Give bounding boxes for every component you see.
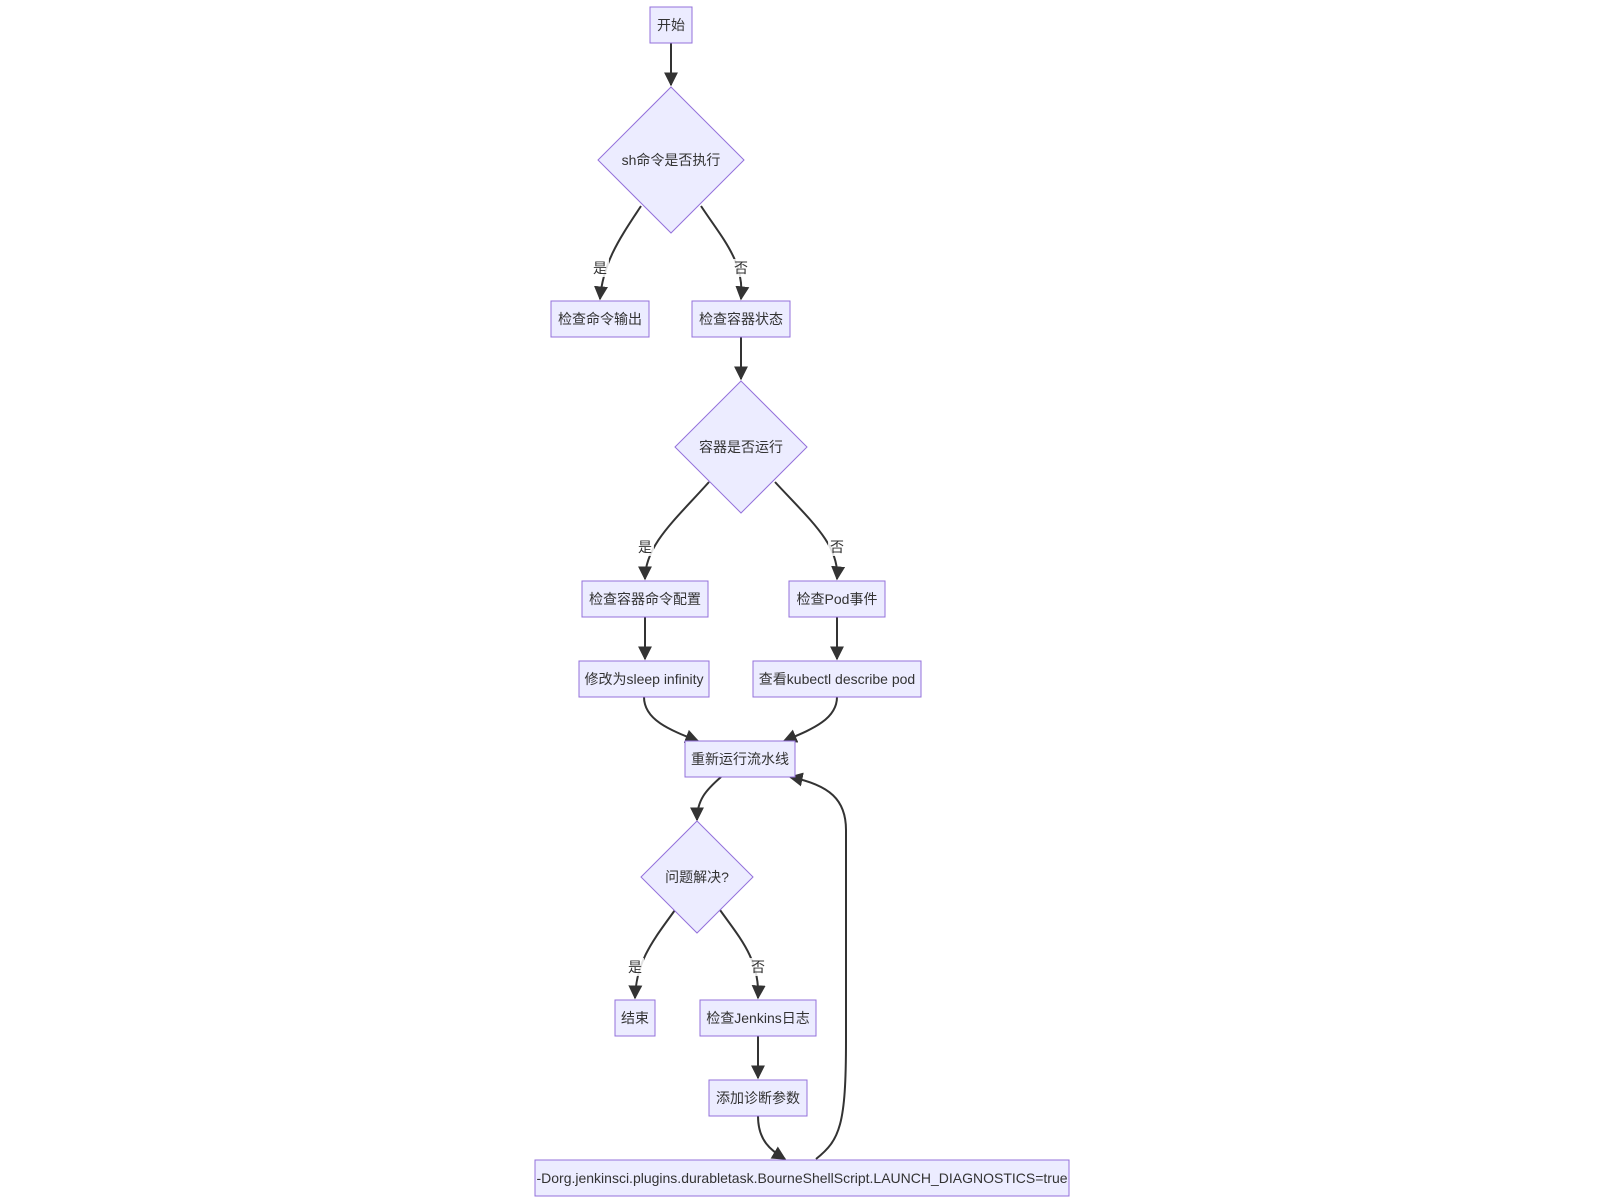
edge-kubectl-describe-to-rerun [782, 696, 838, 743]
node-kubectl-describe: 查看kubectl describe pod [752, 660, 922, 698]
node-label: 开始 [657, 17, 685, 33]
process-box [614, 999, 656, 1037]
node-container-running: 容器是否运行 [674, 380, 808, 514]
edge-sh-exec-to-check-container [700, 205, 750, 301]
edge-label-resolved-to-jenkins-logs: 否 [751, 959, 765, 975]
process-box [699, 999, 817, 1037]
node-label: 查看kubectl describe pod [759, 671, 915, 687]
decision-diamond [597, 86, 745, 234]
edge-label-container-running-to-check-cmd-config: 是 [638, 539, 652, 555]
node-label: 重新运行流水线 [691, 751, 789, 767]
node-label: sh命令是否执行 [622, 152, 721, 168]
node-diag-param: -Dorg.jenkinsci.plugins.durabletask.Bour… [534, 1159, 1070, 1197]
node-modify-sleep: 修改为sleep infinity [578, 660, 710, 698]
node-check-container: 检查容器状态 [691, 300, 791, 338]
node-check-cmd-config: 检查容器命令配置 [581, 580, 709, 618]
edge-label-background [636, 538, 654, 556]
edge-container-running-to-check-cmd-config [638, 481, 710, 581]
decision-diamond [640, 820, 754, 934]
process-box [578, 660, 710, 698]
edge-label-background [749, 958, 767, 976]
edge-modify-sleep-to-rerun [643, 696, 700, 743]
edge-label-sh-exec-to-check-output: 是 [593, 260, 607, 276]
edge-label-background [828, 538, 846, 556]
edge-labels-layer: 是否是否是否 [591, 259, 846, 976]
process-box [550, 300, 650, 338]
node-resolved: 问题解决? [640, 820, 754, 934]
node-check-output: 检查命令输出 [550, 300, 650, 338]
node-add-diag: 添加诊断参数 [708, 1079, 808, 1117]
node-rerun: 重新运行流水线 [684, 740, 796, 778]
node-sh-exec: sh命令是否执行 [597, 86, 745, 234]
edge-label-sh-exec-to-check-container: 否 [734, 260, 748, 276]
node-label: 添加诊断参数 [716, 1090, 800, 1106]
edge-resolved-to-end [628, 909, 676, 1000]
node-label: 结束 [621, 1010, 649, 1026]
node-end: 结束 [614, 999, 656, 1037]
process-box [649, 6, 693, 44]
node-label: 容器是否运行 [699, 439, 783, 455]
node-start: 开始 [649, 6, 693, 44]
edge-resolved-to-jenkins-logs [719, 909, 766, 1000]
node-check-pod-events: 检查Pod事件 [788, 580, 886, 618]
node-label: 检查容器状态 [699, 311, 783, 327]
edge-label-background [591, 259, 609, 277]
process-box [534, 1159, 1070, 1197]
node-jenkins-logs: 检查Jenkins日志 [699, 999, 817, 1037]
node-label: 问题解决? [665, 869, 729, 885]
node-label: -Dorg.jenkinsci.plugins.durabletask.Bour… [536, 1170, 1067, 1186]
node-label: 检查容器命令配置 [589, 591, 701, 607]
process-box [581, 580, 709, 618]
process-box [684, 740, 796, 778]
edges-layer [594, 43, 847, 1160]
edge-label-resolved-to-end: 是 [628, 959, 642, 975]
edge-rerun-to-resolved [690, 776, 722, 822]
edge-label-background [626, 958, 644, 976]
edge-container-running-to-check-pod-events [774, 481, 846, 581]
process-box [708, 1079, 808, 1117]
edge-add-diag-to-diag-param [757, 1115, 787, 1160]
decision-diamond [674, 380, 808, 514]
node-label: 检查命令输出 [558, 311, 642, 327]
edge-sh-exec-to-check-output [594, 205, 642, 301]
edge-label-container-running-to-check-pod-events: 否 [830, 539, 844, 555]
edge-diag-param-to-rerun [788, 772, 847, 1160]
process-box [752, 660, 922, 698]
node-label: 检查Pod事件 [797, 591, 878, 607]
node-label: 检查Jenkins日志 [706, 1010, 809, 1026]
node-label: 修改为sleep infinity [584, 671, 703, 687]
process-box [691, 300, 791, 338]
edge-label-background [732, 259, 750, 277]
process-box [788, 580, 886, 618]
